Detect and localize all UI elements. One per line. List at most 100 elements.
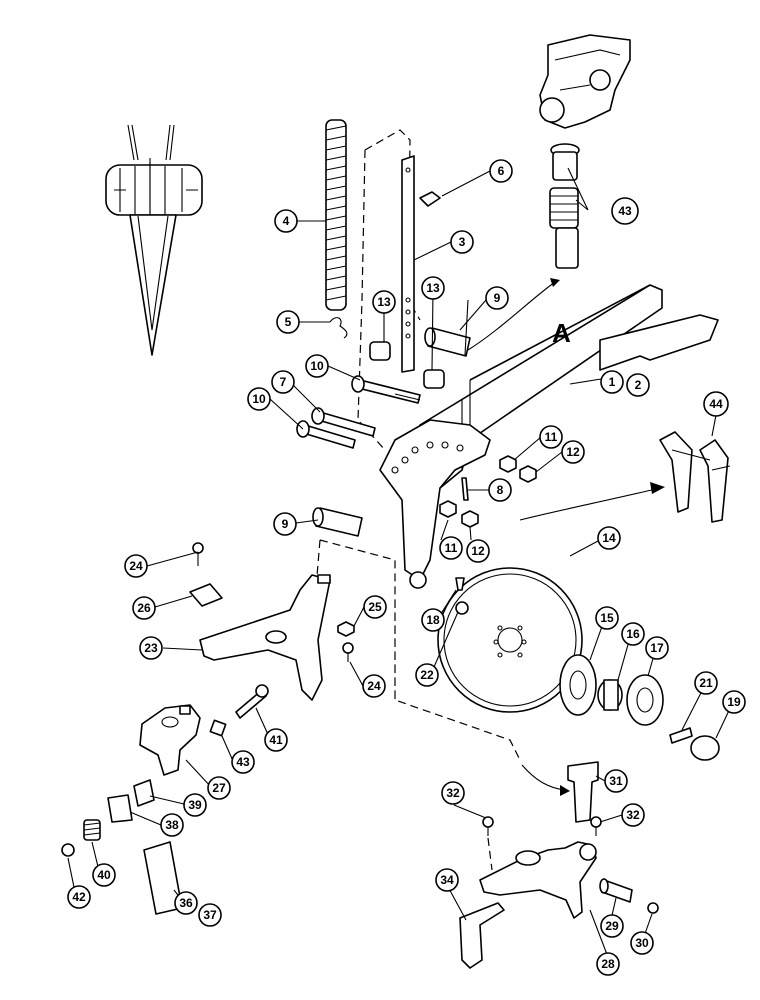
svg-text:18: 18: [426, 613, 440, 627]
svg-text:38: 38: [165, 818, 179, 832]
svg-text:34: 34: [440, 873, 454, 887]
callout-12-lower: 12: [466, 539, 490, 563]
svg-text:5: 5: [285, 315, 292, 329]
callout-15: 15: [595, 606, 619, 630]
callout-11-lower: 11: [439, 536, 463, 560]
svg-text:9: 9: [494, 291, 501, 305]
callout-42: 43: [231, 750, 255, 774]
callout-16: 16: [621, 622, 645, 646]
callout-24-lower: 24: [362, 674, 386, 698]
mount-plate-part: [189, 583, 223, 607]
svg-text:24: 24: [367, 679, 381, 693]
svg-text:31: 31: [609, 774, 623, 788]
callout-9-upper: 9: [485, 286, 509, 310]
adjuster-strap-part: [401, 155, 415, 373]
svg-text:43: 43: [236, 755, 250, 769]
callout-41: 42: [67, 885, 91, 909]
callout-32-left: 32: [441, 781, 465, 805]
callout-23: 23: [139, 636, 163, 660]
spring-clip-part: [329, 317, 348, 339]
callouts: 4 3 6 43 5 13 13 9 10 7 10 1 2 44 11 12 …: [67, 159, 746, 976]
svg-text:8: 8: [497, 483, 504, 497]
lower-casting-part: [479, 841, 597, 919]
callout-28: 28: [596, 952, 620, 976]
callout-10-upper: 10: [305, 354, 329, 378]
callout-5: 5: [276, 310, 300, 334]
svg-text:24: 24: [129, 559, 143, 573]
callout-7: 7: [271, 370, 295, 394]
svg-text:27: 27: [212, 781, 226, 795]
callout-2: 2: [626, 373, 650, 397]
section-letter-a: A: [552, 318, 571, 348]
arm-bracket-part: [459, 902, 505, 969]
svg-text:39: 39: [188, 798, 202, 812]
svg-text:28: 28: [601, 957, 615, 971]
pin-part: [461, 477, 469, 501]
svg-text:16: 16: [626, 627, 640, 641]
callout-43: 43: [611, 197, 639, 225]
svg-text:19: 19: [727, 695, 741, 709]
svg-text:43: 43: [618, 204, 632, 218]
svg-text:44: 44: [709, 397, 723, 411]
svg-text:36: 36: [179, 896, 193, 910]
callout-39: 40: [92, 863, 116, 887]
direction-arrow-lower: [521, 764, 566, 791]
callout-36: 37: [198, 903, 222, 927]
callout-22: 22: [415, 663, 439, 687]
callout-13-left: 13: [372, 290, 396, 314]
callout-25: 25: [363, 595, 387, 619]
leader-lines: [67, 167, 734, 958]
svg-text:4: 4: [283, 214, 290, 228]
small-spring-part: [83, 819, 101, 841]
svg-text:30: 30: [635, 936, 649, 950]
direction-arrow-upper: [467, 281, 556, 351]
svg-text:13: 13: [426, 281, 440, 295]
boot-casting-part: [139, 704, 201, 776]
svg-text:9: 9: [282, 517, 289, 531]
clip-part: [419, 191, 441, 207]
small-nut-part: [61, 843, 75, 857]
scraper-bracket-part: [659, 431, 731, 523]
svg-text:37: 37: [203, 908, 217, 922]
callout-40: 41: [264, 728, 288, 752]
callout-31: 31: [604, 769, 628, 793]
callout-21: 21: [694, 671, 718, 695]
bushing-left-part: [369, 341, 391, 361]
svg-text:17: 17: [650, 641, 664, 655]
callout-24-upper: 24: [124, 554, 148, 578]
callout-27: 27: [207, 776, 231, 800]
callout-26: 26: [132, 596, 156, 620]
shank-casting-part: [199, 574, 331, 701]
callout-14: 14: [597, 526, 621, 550]
svg-text:7: 7: [280, 375, 287, 389]
bolt-part: [192, 542, 354, 662]
callout-37: 38: [160, 813, 184, 837]
bolt-small-part: [482, 816, 602, 836]
spring-clip-small-part: [133, 779, 155, 807]
hitch-casting-part: [539, 34, 631, 129]
callout-35: 36: [174, 891, 198, 915]
svg-text:3: 3: [459, 235, 466, 249]
svg-text:42: 42: [72, 890, 86, 904]
plate-clip-part: [107, 794, 133, 823]
svg-text:13: 13: [377, 295, 391, 309]
callout-8: 8: [488, 478, 512, 502]
svg-text:11: 11: [545, 430, 558, 444]
svg-text:2: 2: [635, 378, 642, 392]
svg-text:41: 41: [269, 733, 283, 747]
svg-text:10: 10: [310, 359, 324, 373]
scraper-mount-bracket-part: [567, 761, 599, 823]
callout-6: 6: [489, 159, 513, 183]
direction-arrow-middle: [519, 487, 661, 521]
callout-11-upper: 11: [539, 425, 563, 449]
svg-text:23: 23: [144, 641, 158, 655]
disc-blade-part: [437, 567, 583, 713]
main-frame-arm-part: [379, 284, 719, 589]
snap-ring-part: [647, 902, 659, 914]
svg-text:6: 6: [498, 164, 505, 178]
svg-text:26: 26: [137, 601, 151, 615]
callout-13-right: 13: [421, 276, 445, 300]
callout-4: 4: [274, 209, 298, 233]
svg-text:21: 21: [699, 676, 713, 690]
callout-29: 29: [600, 914, 624, 938]
